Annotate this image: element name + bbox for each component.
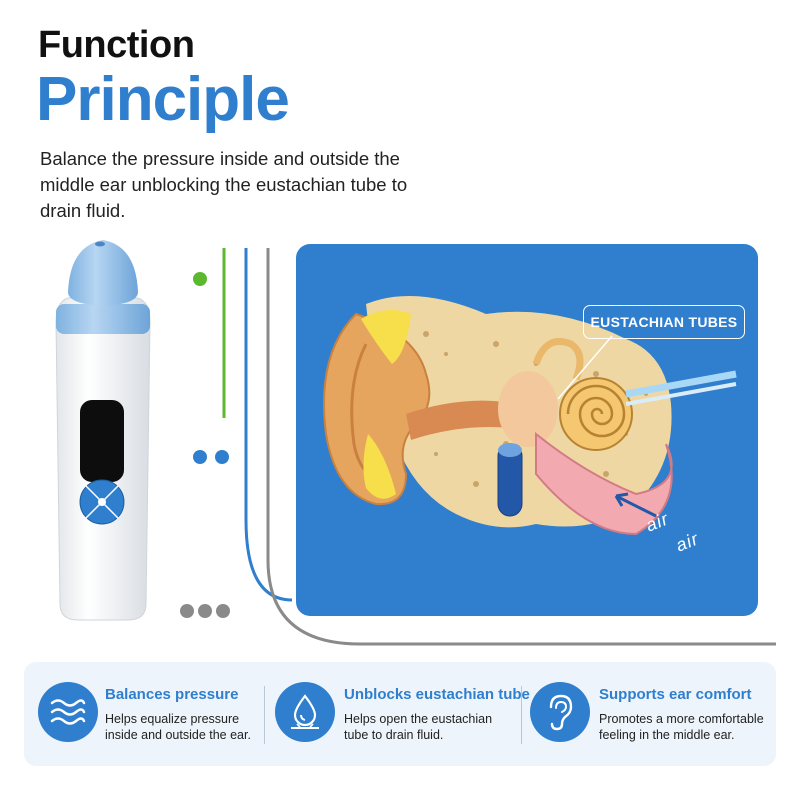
blue-dot-2 bbox=[215, 450, 229, 464]
ear-diagram-panel bbox=[296, 244, 758, 616]
divider bbox=[521, 686, 522, 744]
ear-device-image bbox=[55, 240, 151, 621]
feature-description: Promotes a more comfortable feeling in t… bbox=[599, 712, 764, 742]
feature-description: Helps open the eustachian tube to drain … bbox=[344, 712, 493, 742]
eustachian-tubes-callout: EUSTACHIAN TUBES bbox=[583, 305, 745, 339]
gray-line bbox=[266, 248, 776, 646]
ear-icon bbox=[530, 682, 590, 742]
feature-title: Supports ear comfort bbox=[599, 686, 752, 703]
feature-ear-comfort: Supports ear comfort Promotes a more com… bbox=[524, 662, 776, 766]
features-panel: Balances pressure Helps equalize pressur… bbox=[24, 662, 776, 766]
gray-dot-1 bbox=[180, 604, 194, 618]
feature-description: Helps equalize pressure inside and outsi… bbox=[105, 712, 251, 742]
subtitle: Balance the pressure inside and outside … bbox=[40, 148, 408, 221]
gray-dot-2 bbox=[198, 604, 212, 618]
feature-unblocks-tube: Unblocks eustachian tube Helps open the … bbox=[274, 662, 530, 766]
divider bbox=[264, 686, 265, 744]
blue-dot-1 bbox=[193, 450, 207, 464]
feature-title: Unblocks eustachian tube bbox=[344, 686, 530, 703]
gray-dot-3 bbox=[216, 604, 230, 618]
title-line-2: Principle bbox=[36, 65, 290, 134]
feature-title: Balances pressure bbox=[105, 686, 239, 703]
blue-line bbox=[244, 248, 293, 602]
ear-anatomy-illustration bbox=[323, 296, 737, 536]
waves-icon bbox=[38, 682, 98, 742]
green-dot bbox=[193, 272, 207, 286]
title-line-1: Function bbox=[38, 24, 195, 66]
drop-icon bbox=[275, 682, 335, 742]
feature-balances-pressure: Balances pressure Helps equalize pressur… bbox=[24, 662, 274, 766]
